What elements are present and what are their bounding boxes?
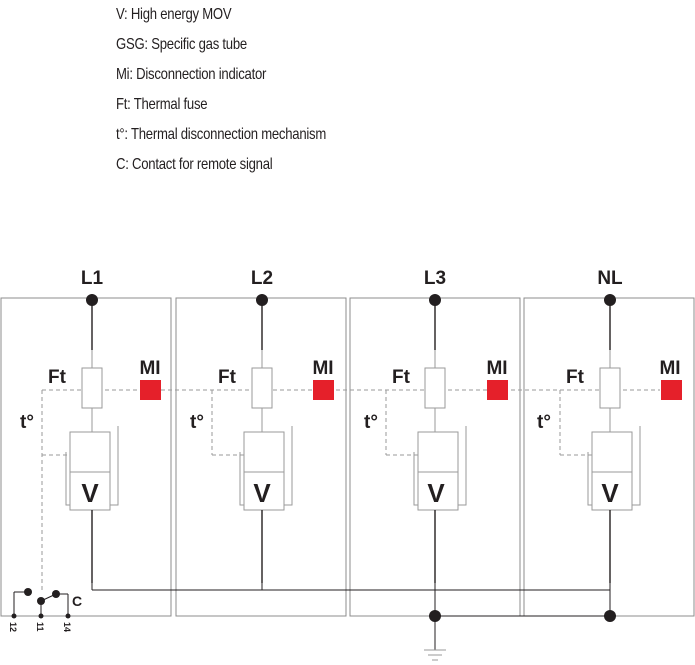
- module-box-nl: [523, 297, 695, 617]
- pin-terminal: [11, 613, 17, 619]
- contact-dot: [24, 588, 32, 596]
- disconnection-indicator: [313, 380, 334, 400]
- thermal-fuse: [599, 367, 621, 409]
- legend-list: V: High energy MOV GSG: Specific gas tub…: [116, 0, 372, 180]
- module-l3: L3 Ft MI t° V: [364, 268, 508, 583]
- contact-label: C: [72, 593, 82, 609]
- disconnection-indicator: [661, 380, 682, 400]
- ground-junction-l3: [429, 610, 441, 622]
- legend-item-fuse: Ft: Thermal fuse: [116, 96, 208, 113]
- pin-label-12: 12: [8, 622, 18, 632]
- fuse-label: Ft: [48, 367, 67, 388]
- mov-label: V: [253, 478, 271, 508]
- module-box-l1: [0, 297, 172, 617]
- pin-label-11: 11: [35, 622, 45, 632]
- fuse-label: Ft: [566, 367, 585, 388]
- mov-component: [417, 471, 459, 511]
- indicator-label: MI: [312, 358, 333, 379]
- earth-ground-icon: [424, 649, 446, 661]
- pin-label-14: 14: [62, 622, 72, 632]
- mov-component: [591, 471, 633, 511]
- mov-housing: [417, 431, 459, 473]
- mov-housing: [243, 431, 285, 473]
- terminal-label: NL: [597, 268, 623, 289]
- legend-item-gas-tube: GSG: Specific gas tube: [116, 36, 247, 53]
- indicator-label: MI: [139, 358, 160, 379]
- mov-housing: [69, 431, 111, 473]
- thermal-label: t°: [537, 412, 551, 433]
- mov-label: V: [601, 478, 619, 508]
- contact-dot: [37, 597, 45, 605]
- mov-component: [69, 471, 111, 511]
- module-l1: L1 Ft MI t° V: [20, 268, 161, 583]
- indicator-label: MI: [659, 358, 680, 379]
- module-nl: NL Ft MI t° V: [537, 268, 682, 583]
- thermal-label: t°: [364, 412, 378, 433]
- thermal-label: t°: [190, 412, 204, 433]
- fuse-label: Ft: [392, 367, 411, 388]
- thermal-label: t°: [20, 412, 34, 433]
- pin-terminal: [38, 613, 44, 619]
- terminal-label: L1: [81, 268, 104, 289]
- contact-dot: [52, 590, 60, 598]
- mov-housing: [591, 431, 633, 473]
- legend-item-thermal: t°: Thermal disconnection mechanism: [116, 126, 327, 143]
- thermal-fuse: [81, 367, 103, 409]
- ground-junction-nl: [604, 610, 616, 622]
- legend-item-mov: V: High energy MOV: [116, 6, 232, 23]
- module-l2: L2 Ft MI t° V: [190, 268, 334, 583]
- terminal-label: L3: [424, 268, 446, 289]
- mov-label: V: [427, 478, 445, 508]
- pin-terminal: [65, 613, 71, 619]
- legend-item-contact: C: Contact for remote signal: [116, 156, 273, 173]
- legend-item-indicator: Mi: Disconnection indicator: [116, 66, 267, 83]
- mov-component: [243, 471, 285, 511]
- module-box-l2: [175, 297, 347, 617]
- mov-label: V: [81, 478, 99, 508]
- terminal-label: L2: [251, 268, 273, 289]
- remote-signal-contact: C 12 11 14: [8, 588, 82, 632]
- thermal-fuse: [424, 367, 446, 409]
- indicator-label: MI: [486, 358, 507, 379]
- fuse-label: Ft: [218, 367, 237, 388]
- disconnection-indicator: [140, 380, 161, 400]
- disconnection-indicator: [487, 380, 508, 400]
- thermal-fuse: [251, 367, 273, 409]
